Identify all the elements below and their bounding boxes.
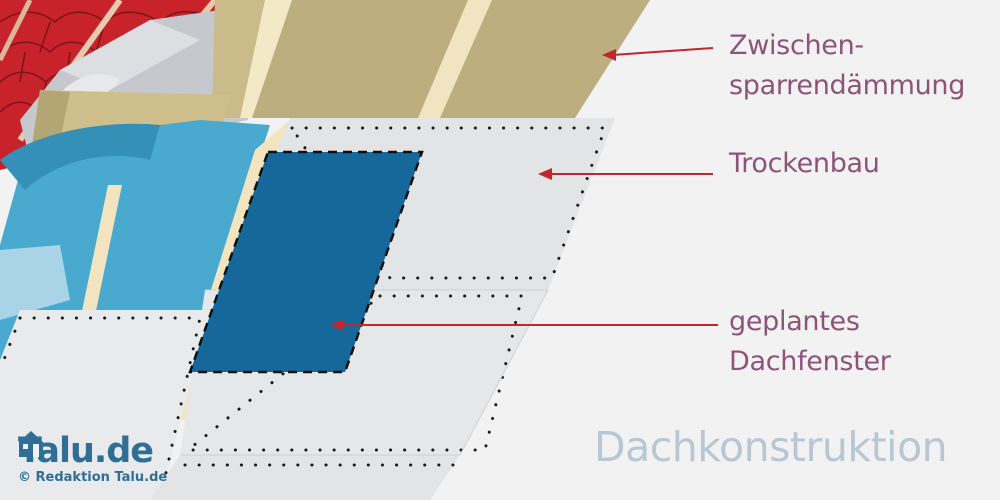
logo: Talu.de © Redaktion Talu.de bbox=[18, 430, 167, 485]
logo-main: Talu.de bbox=[18, 430, 167, 470]
label-planned-window: geplantes Dachfenster bbox=[729, 302, 891, 382]
arrows bbox=[330, 47, 718, 331]
house-icon bbox=[19, 431, 43, 457]
label-insulation-line2: sparrendämmung bbox=[729, 70, 966, 101]
label-drywall: Trockenbau bbox=[729, 148, 880, 179]
diagram-title: Dachkonstruktion bbox=[594, 423, 948, 471]
label-insulation-line1: Zwischen- bbox=[729, 30, 864, 61]
label-insulation: Zwischen- sparrendämmung bbox=[729, 26, 965, 106]
logo-credit: © Redaktion Talu.de bbox=[18, 470, 168, 485]
drywall-lower bbox=[0, 289, 549, 500]
label-window-line2: Dachfenster bbox=[729, 346, 891, 377]
planned-window bbox=[188, 150, 424, 374]
label-window-line1: geplantes bbox=[729, 306, 860, 337]
